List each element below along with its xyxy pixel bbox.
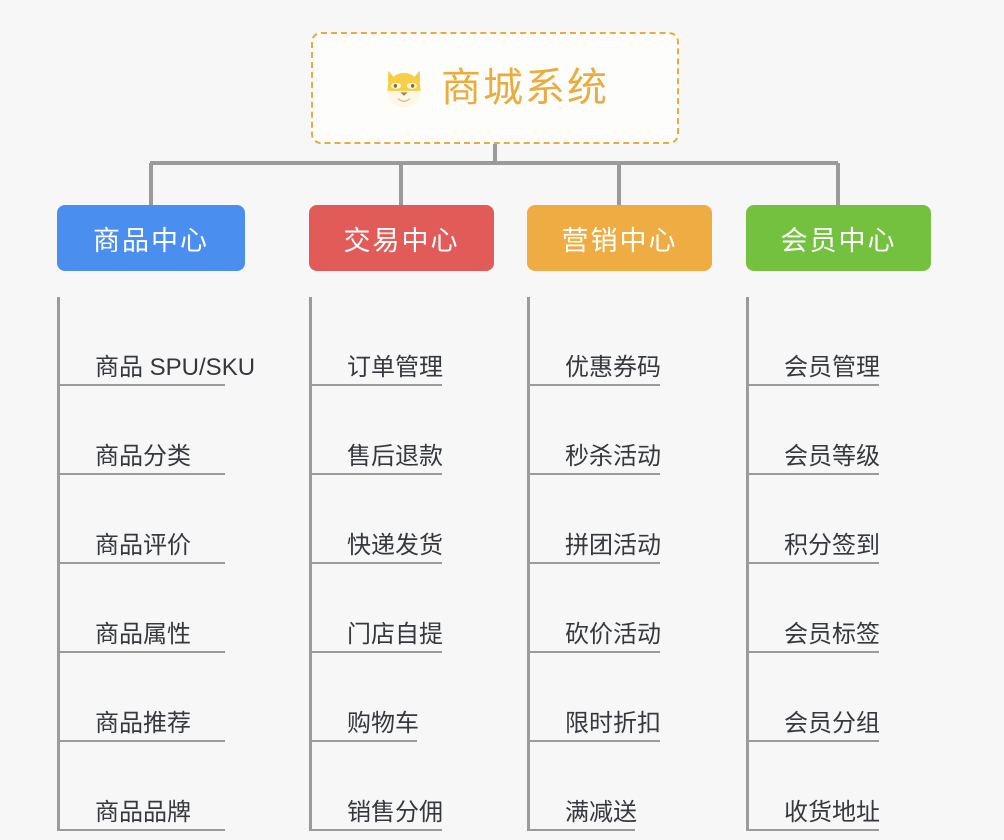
leaf-item[interactable]: 砍价活动	[527, 564, 712, 653]
leaf-item[interactable]: 秒杀活动	[527, 386, 712, 475]
leaf-label: 会员分组	[784, 709, 880, 737]
branch-leaf-list-2: 优惠券码 秒杀活动 拼团活动 砍价活动 限时折扣 满减送	[527, 297, 712, 831]
leaf-item[interactable]: 销售分佣	[309, 742, 494, 831]
branch-header-label-3: 会员中心	[780, 225, 897, 256]
leaf-item[interactable]: 商品评价	[57, 475, 245, 564]
leaf-label: 会员管理	[784, 353, 880, 381]
leaf-label: 满减送	[565, 798, 637, 826]
leaf-label: 收货地址	[784, 798, 880, 826]
branch-header-2[interactable]: 营销中心	[527, 205, 712, 271]
leaf-item[interactable]: 售后退款	[309, 386, 494, 475]
leaf-item[interactable]: 收货地址	[746, 742, 931, 831]
branch-header-label-1: 交易中心	[343, 225, 460, 256]
leaf-label: 商品属性	[95, 620, 191, 648]
leaf-spine	[527, 297, 530, 831]
branch-header-0[interactable]: 商品中心	[57, 205, 245, 271]
branch-column-3: 会员中心 会员管理 会员等级 积分签到 会员标签 会员分组 收货地址	[746, 205, 931, 831]
leaf-item[interactable]: 会员分组	[746, 653, 931, 742]
root-node[interactable]: 商城系统	[311, 32, 679, 144]
leaf-label: 秒杀活动	[565, 442, 661, 470]
leaf-spine	[746, 297, 749, 831]
leaf-label: 限时折扣	[565, 709, 661, 737]
leaf-label: 优惠券码	[565, 353, 661, 381]
leaf-spine	[309, 297, 312, 831]
leaf-item[interactable]: 限时折扣	[527, 653, 712, 742]
branch-column-2: 营销中心 优惠券码 秒杀活动 拼团活动 砍价活动 限时折扣 满减送	[527, 205, 712, 831]
branch-column-1: 交易中心 订单管理 售后退款 快递发货 门店自提 购物车 销售分佣	[309, 205, 494, 831]
leaf-item[interactable]: 门店自提	[309, 564, 494, 653]
branch-header-label-0: 商品中心	[93, 225, 209, 256]
leaf-item[interactable]: 购物车	[309, 653, 494, 742]
leaf-label: 售后退款	[347, 442, 443, 470]
branch-leaf-list-1: 订单管理 售后退款 快递发货 门店自提 购物车 销售分佣	[309, 297, 494, 831]
leaf-item[interactable]: 快递发货	[309, 475, 494, 564]
leaf-label: 快递发货	[347, 531, 443, 559]
leaf-item[interactable]: 商品品牌	[57, 742, 245, 831]
leaf-label: 商品评价	[95, 531, 191, 559]
shiba-dog-icon	[387, 70, 421, 108]
leaf-item[interactable]: 商品属性	[57, 564, 245, 653]
root-title: 商城系统	[441, 66, 609, 110]
leaf-label: 订单管理	[347, 353, 443, 381]
leaf-label: 商品推荐	[95, 709, 191, 737]
leaf-item[interactable]: 拼团活动	[527, 475, 712, 564]
leaf-label: 拼团活动	[565, 531, 661, 559]
leaf-item[interactable]: 商品推荐	[57, 653, 245, 742]
branch-column-0: 商品中心 商品 SPU/SKU 商品分类 商品评价 商品属性 商品推荐 商品品牌	[57, 205, 255, 831]
leaf-label: 门店自提	[347, 620, 443, 648]
branch-leaf-list-3: 会员管理 会员等级 积分签到 会员标签 会员分组 收货地址	[746, 297, 931, 831]
leaf-item[interactable]: 订单管理	[309, 297, 494, 386]
leaf-item[interactable]: 会员等级	[746, 386, 931, 475]
branch-header-1[interactable]: 交易中心	[309, 205, 494, 271]
leaf-item[interactable]: 优惠券码	[527, 297, 712, 386]
leaf-label: 商品 SPU/SKU	[95, 353, 256, 381]
leaf-item[interactable]: 商品 SPU/SKU	[57, 297, 255, 386]
leaf-label: 购物车	[347, 709, 419, 737]
leaf-item[interactable]: 积分签到	[746, 475, 931, 564]
leaf-item[interactable]: 会员管理	[746, 297, 931, 386]
leaf-label: 商品品牌	[95, 798, 191, 826]
leaf-item[interactable]: 会员标签	[746, 564, 931, 653]
leaf-label: 砍价活动	[565, 620, 661, 648]
leaf-label: 积分签到	[784, 531, 880, 559]
leaf-label: 会员标签	[784, 620, 880, 648]
leaf-label: 会员等级	[784, 442, 880, 470]
leaf-item[interactable]: 满减送	[527, 742, 712, 831]
branch-header-label-2: 营销中心	[561, 225, 678, 256]
leaf-label: 商品分类	[95, 442, 191, 470]
leaf-item[interactable]: 商品分类	[57, 386, 245, 475]
branch-leaf-list-0: 商品 SPU/SKU 商品分类 商品评价 商品属性 商品推荐 商品品牌	[57, 297, 255, 831]
leaf-spine	[57, 297, 60, 831]
branch-header-3[interactable]: 会员中心	[746, 205, 931, 271]
leaf-label: 销售分佣	[347, 798, 443, 826]
